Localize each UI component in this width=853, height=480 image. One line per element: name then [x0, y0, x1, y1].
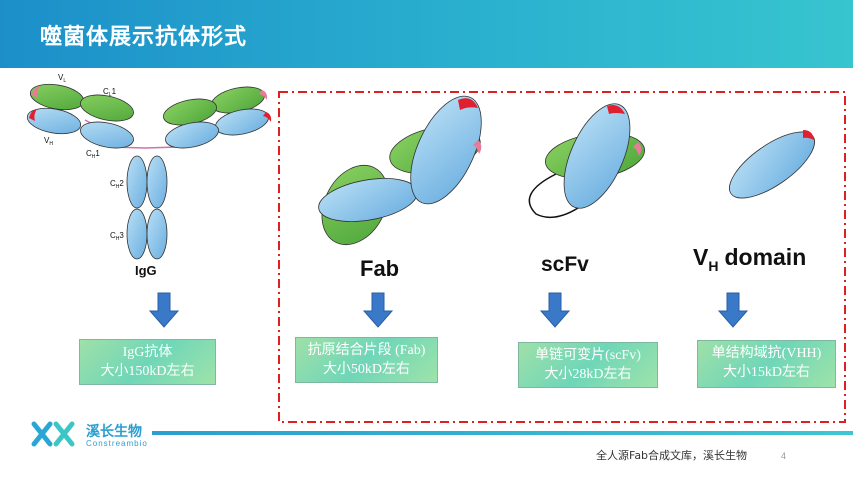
info-box-igg-line2: 大小150kD左右: [100, 364, 195, 379]
scfv-tip-pink: [633, 142, 642, 156]
info-box-fab-line2: 大小50kD左右: [322, 362, 411, 377]
fab-label: Fab: [360, 256, 399, 281]
logo-mark: [31, 421, 75, 447]
igg-vl-label: VL: [58, 73, 66, 84]
igg-ch3-domain-right: [146, 208, 168, 260]
igg-ch1-domain-right: [165, 121, 219, 149]
logo-subtitle: Constreambio: [86, 439, 148, 448]
fab-tip-pink: [473, 140, 482, 154]
logo-name: 溪长生物: [86, 424, 142, 440]
info-box-fab: 抗原结合片段 (Fab) 大小50kD左右: [295, 337, 438, 383]
scfv-vh-domain: [563, 103, 631, 209]
scfv-label: scFv: [541, 253, 589, 276]
scfv-tip-red: [607, 105, 625, 114]
page-number: 4: [781, 451, 787, 461]
igg-ch1-label: CH1: [86, 149, 100, 160]
down-arrow-2: [362, 292, 394, 328]
down-arrow-1: [148, 292, 180, 328]
fab-structure: Fab: [318, 95, 482, 281]
info-box-fab-line1: 抗原结合片段 (Fab): [307, 343, 426, 358]
igg-ch2-domain-right: [146, 155, 168, 209]
info-box-igg: IgG抗体 大小150kD左右: [79, 339, 216, 385]
igg-tip-red-left: [29, 109, 37, 121]
footer-bar: [152, 431, 853, 435]
igg-label: IgG: [135, 263, 157, 278]
info-box-igg-line1: IgG抗体: [122, 345, 173, 360]
igg-vh-label: VH: [44, 136, 53, 147]
igg-tip-red-right: [263, 112, 272, 122]
igg-structure: VL VH CL1 CH1 CH2 CH3 IgG: [26, 73, 272, 278]
igg-ch1-domain-left: [80, 121, 134, 149]
fab-vh-domain: [410, 95, 482, 205]
info-box-vhh: 单结构域抗(VHH) 大小15kD左右: [697, 340, 836, 388]
igg-ch3-label: CH3: [110, 231, 124, 242]
igg-vh-domain-left: [26, 107, 82, 135]
igg-tip-pink-right: [259, 90, 268, 100]
header-bar: 噬菌体展示抗体形式: [0, 0, 853, 68]
igg-ch3-domain-left: [126, 208, 148, 260]
page-title: 噬菌体展示抗体形式: [40, 25, 248, 50]
down-arrow-3: [539, 292, 571, 328]
igg-ch2-label: CH2: [110, 179, 124, 190]
down-arrow-4: [717, 292, 749, 328]
info-box-vhh-line2: 大小15kD左右: [722, 365, 811, 380]
info-box-vhh-line1: 单结构域抗(VHH): [711, 346, 822, 361]
info-box-scfv: 单链可变片(scFv) 大小28kD左右: [518, 342, 658, 388]
scfv-linker: [528, 173, 585, 219]
dashed-frame: [278, 91, 846, 423]
info-box-scfv-line2: 大小28kD左右: [544, 367, 632, 382]
igg-ch2-domain-left: [126, 155, 148, 209]
footer-note: 全人源Fab合成文库，溪长生物: [596, 449, 748, 462]
igg-cl1-label: CL1: [103, 87, 117, 98]
igg-cl1-domain-left: [80, 94, 134, 122]
info-box-scfv-line1: 单链可变片(scFv): [535, 348, 641, 363]
igg-tip-pink-left: [32, 86, 40, 98]
scfv-structure: scFv: [528, 103, 646, 276]
vhh-tip-red: [803, 130, 814, 140]
fab-tip-red: [458, 98, 478, 110]
